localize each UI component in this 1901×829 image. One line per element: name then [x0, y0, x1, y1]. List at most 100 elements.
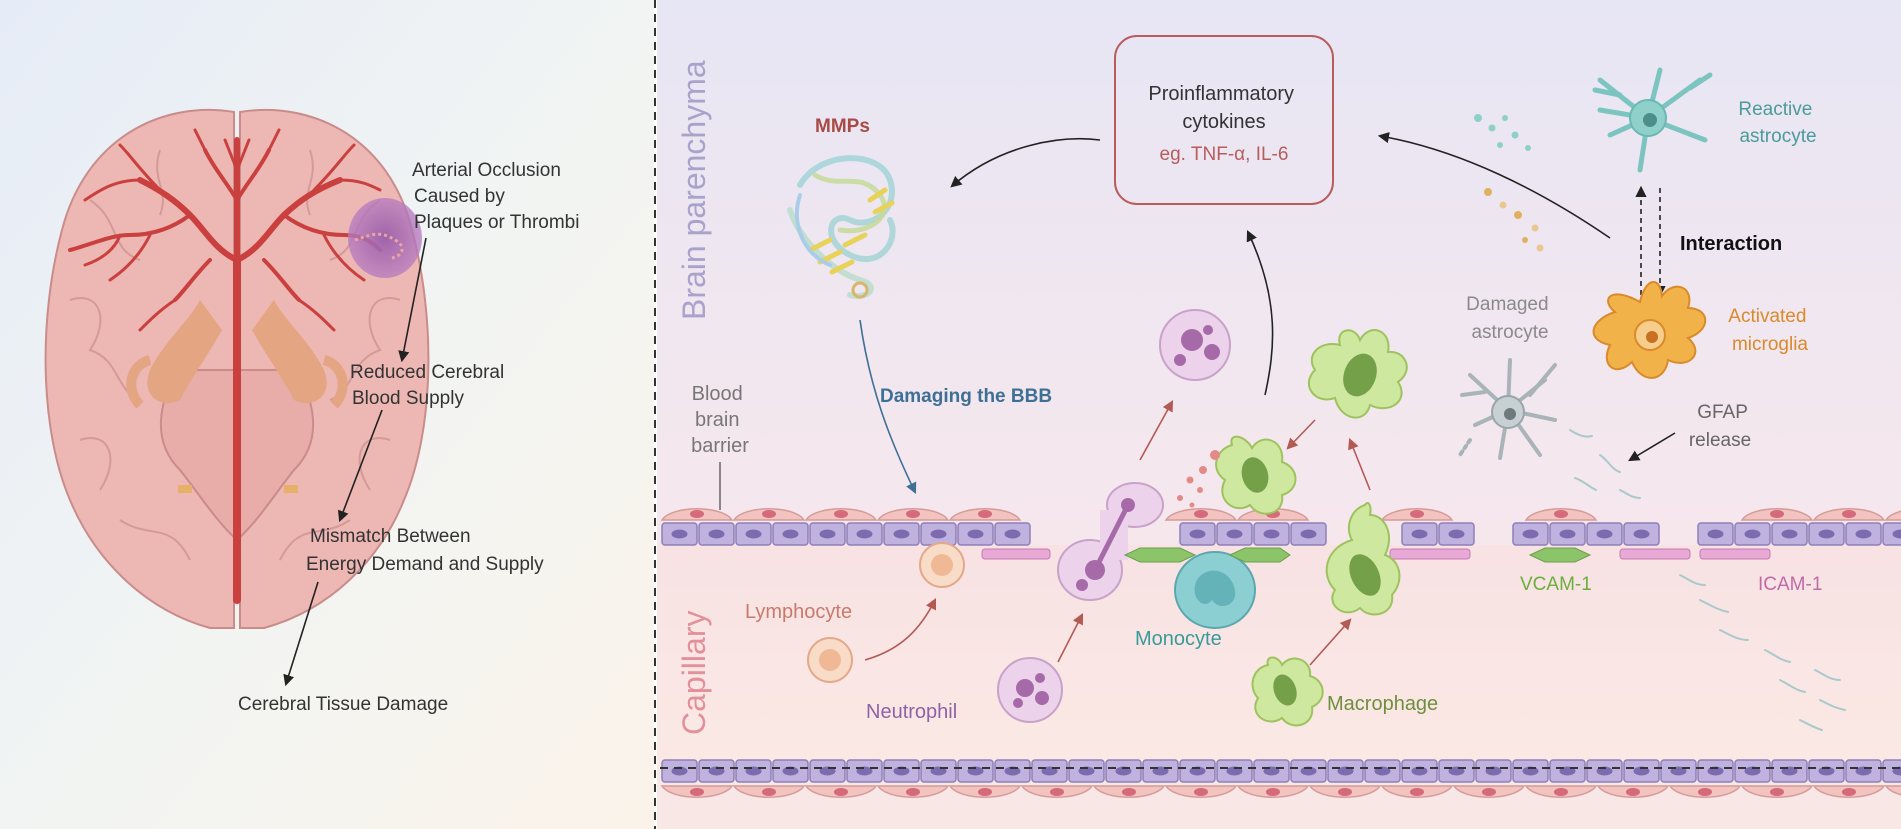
- cytokines-box: [1114, 35, 1334, 205]
- endothelial-cell: [804, 508, 878, 521]
- tight-junction-block: [1771, 759, 1808, 783]
- macrophage-parenchyma: [1308, 329, 1408, 419]
- icam-strip: [1619, 548, 1691, 560]
- left-flow-arrows: [283, 237, 427, 687]
- macrophage-releasing: [1177, 435, 1297, 515]
- capillary-bottom-wall: [660, 759, 1901, 798]
- tight-junction-block: [1697, 522, 1734, 546]
- arrow-cells-to-cytokines: [1246, 229, 1274, 396]
- tight-junction-block: [1216, 522, 1253, 546]
- icam-strip: [1389, 548, 1471, 560]
- tight-junction-block: [772, 759, 809, 783]
- mismatch-label: Mismatch Between Energy Demand and Suppl…: [306, 526, 544, 575]
- transmigrating-neutrophil: [1057, 482, 1164, 601]
- brain-parenchyma-label: Brain parenchyma: [676, 60, 712, 320]
- tight-junction-block: [1845, 759, 1882, 783]
- gfap-capillary-particles: [1679, 574, 1846, 731]
- tight-junction-block: [1438, 522, 1475, 546]
- endothelial-cell: [1164, 785, 1238, 798]
- arrow-lymphocyte-up: [864, 597, 937, 661]
- tight-junction-block: [1882, 522, 1901, 546]
- tight-junction-block: [1105, 759, 1142, 783]
- bbb-top-wall: [660, 508, 1901, 560]
- endothelial-cell: [732, 508, 806, 521]
- tight-junction-block: [846, 759, 883, 783]
- tight-junction-block: [1142, 759, 1179, 783]
- tight-junction-block: [809, 522, 846, 546]
- tight-junction-block: [994, 522, 1031, 546]
- endothelial-cell: [1524, 785, 1598, 798]
- tight-junction-block: [1179, 759, 1216, 783]
- cytokines-label: Proinflammatory cytokines: [1148, 83, 1299, 133]
- arrow-macrophage-up: [1348, 437, 1371, 491]
- tight-junction-block: [1845, 522, 1882, 546]
- endothelial-cell: [1524, 508, 1598, 521]
- lymphocyte-cell: [807, 637, 853, 683]
- gfap-arrow: [1628, 432, 1676, 462]
- tight-junction-block: [698, 522, 735, 546]
- tight-junction-block: [1216, 759, 1253, 783]
- bbb-label: Blood brain barrier: [691, 383, 749, 457]
- tight-junction-block: [1438, 759, 1475, 783]
- adhering-monocyte: [1174, 551, 1256, 629]
- interaction-label: Interaction: [1680, 233, 1782, 255]
- endothelial-cell: [1740, 785, 1814, 798]
- tight-junction-block: [1771, 522, 1808, 546]
- reactive-astrocyte-label: Reactive astrocyte: [1738, 99, 1817, 147]
- tight-junction-block: [883, 522, 920, 546]
- tight-junction-block: [1364, 759, 1401, 783]
- endothelial-cell: [1596, 785, 1670, 798]
- tight-junction-block: [1660, 759, 1697, 783]
- endothelial-cell: [1236, 785, 1310, 798]
- tight-junction-block: [994, 759, 1031, 783]
- endothelial-cell: [732, 785, 806, 798]
- cytokine-particles: [1474, 114, 1544, 252]
- icam-label: ICAM-1: [1758, 574, 1822, 595]
- tight-junction-block: [957, 522, 994, 546]
- tight-junction-block: [1586, 759, 1623, 783]
- capillary-label: Capillary: [676, 611, 712, 735]
- tight-junction-block: [735, 759, 772, 783]
- monocyte-label: Monocyte: [1135, 628, 1222, 650]
- vcam-label: VCAM-1: [1520, 574, 1592, 595]
- reactive-astrocyte-cell: [1592, 67, 1713, 173]
- tight-junction-block: [661, 759, 698, 783]
- tight-junction-block: [1623, 522, 1660, 546]
- endothelial-cell: [876, 785, 950, 798]
- migrated-neutrophil: [1159, 309, 1231, 381]
- damaged-astrocyte-label: Damaged astrocyte: [1466, 294, 1554, 343]
- tight-junction-block: [1031, 759, 1068, 783]
- adhering-lymphocyte: [919, 542, 965, 588]
- arrow-cytokines-to-mmps: [950, 138, 1101, 188]
- endothelial-cell: [660, 785, 734, 798]
- tight-junction-block: [1512, 759, 1549, 783]
- tight-junction-block: [1401, 759, 1438, 783]
- reduced-supply-label: Reduced Cerebral Blood Supply: [350, 362, 509, 409]
- monocyte-cell: Monocyte: [1135, 628, 1222, 650]
- tight-junction-block: [1586, 522, 1623, 546]
- cytokines-example: eg. TNF-α, IL-6: [1160, 144, 1289, 165]
- tight-junction-block: [1697, 759, 1734, 783]
- damaged-astrocyte-cell: [1458, 358, 1557, 460]
- tight-junction-block: [1253, 522, 1290, 546]
- endothelial-cell: [1380, 508, 1454, 521]
- endothelial-cell: [1740, 508, 1814, 521]
- endothelial-cell: [1380, 785, 1454, 798]
- tight-junction-block: [1882, 759, 1901, 783]
- tight-junction-block: [1734, 759, 1771, 783]
- tight-junction-block: [1549, 522, 1586, 546]
- damaging-arrow: [859, 319, 917, 495]
- tight-junction-block: [1549, 759, 1586, 783]
- tight-junction-block: [846, 522, 883, 546]
- endothelial-cell: [1092, 785, 1166, 798]
- endothelial-cell: [1452, 785, 1526, 798]
- tight-junction-block: [1401, 522, 1438, 546]
- mmps-label: MMPs: [815, 116, 870, 137]
- brain-illustration: [44, 108, 430, 629]
- endothelial-cell: [1812, 508, 1886, 521]
- gfap-particles: [1569, 429, 1641, 499]
- endothelial-cell: [948, 508, 1022, 521]
- tight-junction-block: [1734, 522, 1771, 546]
- endothelial-cell: [1668, 785, 1742, 798]
- endothelial-cell: [1020, 785, 1094, 798]
